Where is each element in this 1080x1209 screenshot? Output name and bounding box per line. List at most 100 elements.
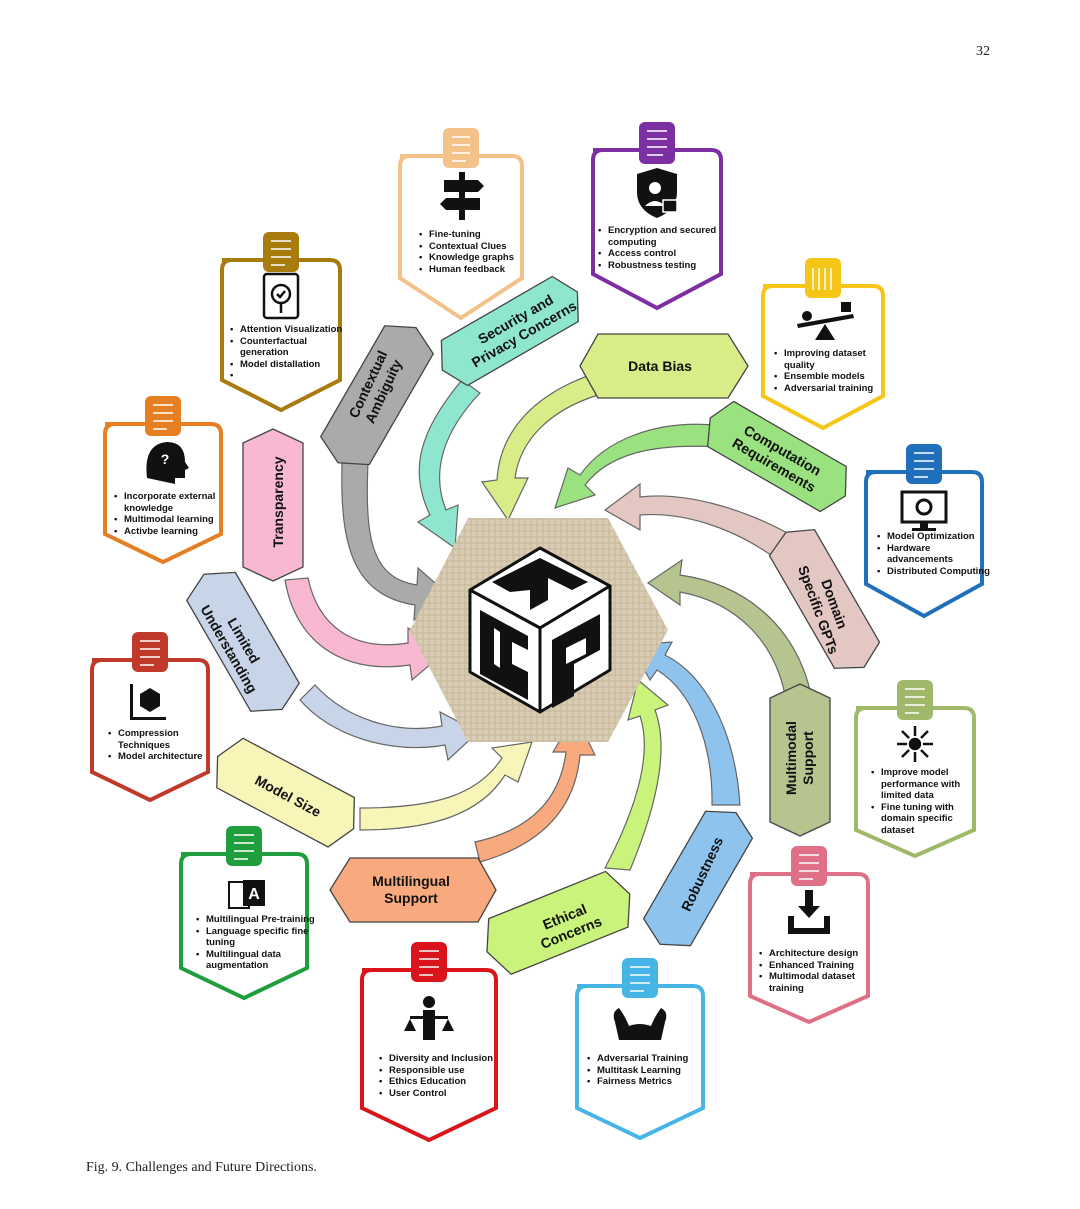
list-item: Model distallation (230, 359, 352, 371)
box-data-bias (579, 333, 749, 399)
list-item: Multilingual data augmentation (196, 949, 316, 972)
list-item: Model Optimization (877, 531, 995, 543)
arrow-layer (284, 374, 811, 871)
list-item: Fine tuning with domain specific dataset (871, 802, 981, 837)
label-multimodal-1: Multimodal (783, 721, 799, 795)
card-multilingual: A (179, 826, 309, 1001)
label-transparency: Transparency (270, 456, 286, 547)
person-scale-icon (404, 996, 454, 1040)
tgp-cube-logo (468, 546, 612, 714)
list-item: Architecture design (759, 948, 879, 960)
box-transparency (242, 428, 304, 582)
list-item: Compression Techniques (108, 728, 218, 751)
clipboard-magnifier-icon (262, 272, 300, 320)
list-item: Contextual Clues (419, 241, 539, 253)
box-computation (706, 400, 847, 513)
box-security (440, 275, 579, 387)
list-item: Responsible use (379, 1065, 514, 1077)
label-multimodal-2: Support (800, 731, 816, 785)
arrow-domain (603, 482, 802, 561)
list-item: Distributed Computing (877, 566, 995, 578)
arrow-computation (554, 423, 719, 509)
card-ethical (360, 942, 498, 1143)
card-domain (748, 846, 870, 1025)
card-data-bias (761, 258, 885, 431)
list-item: Robustness testing (598, 260, 734, 272)
list-item: Adversarial training (774, 383, 894, 395)
head-question-icon: ? (146, 442, 189, 484)
list-item: Enhanced Training (759, 960, 879, 972)
flexed-arms-icon (613, 1008, 667, 1040)
converge-arrows-icon (897, 726, 933, 762)
figure-caption: Fig. 9. Challenges and Future Directions… (86, 1160, 317, 1175)
box-multimodal (769, 683, 831, 837)
list-item: Multilingual Pre-training (196, 914, 316, 926)
card-limited: ? (103, 396, 223, 565)
box-limited (185, 571, 301, 712)
card-robustness (575, 958, 705, 1141)
list-item: Hardware advancements (877, 543, 995, 566)
card-ethical-items: Diversity and Inclusion Responsible use … (377, 1053, 514, 1099)
translate-icon: A (228, 880, 265, 909)
card-model-size-items: Compression Techniques Model architectur… (106, 728, 218, 763)
page-number: 32 (976, 44, 990, 59)
label-multilingual-1: Multilingual (372, 873, 450, 889)
list-item: Language specific fine tuning (196, 926, 316, 949)
label-multilingual-2: Support (384, 890, 438, 906)
card-security (591, 122, 723, 311)
svg-text:A: A (248, 886, 260, 903)
card-transparency (220, 232, 342, 413)
list-item: Model architecture (108, 751, 218, 763)
card-model-size (90, 632, 210, 803)
list-item: Fairness Metrics (587, 1076, 715, 1088)
box-multilingual (329, 857, 497, 923)
label-data-bias: Data Bias (628, 358, 692, 374)
list-item: Adversarial Training (587, 1053, 715, 1065)
card-computation-items: Model Optimization Hardware advancements… (875, 531, 995, 577)
box-contextual (319, 325, 435, 466)
list-item: Improving dataset quality (774, 348, 894, 371)
list-item: Diversity and Inclusion (379, 1053, 514, 1065)
card-data-bias-items: Improving dataset quality Ensemble model… (772, 348, 894, 394)
list-item: Ensemble models (774, 371, 894, 383)
seesaw-icon (797, 302, 854, 340)
card-transparency-items: Attention Visualization Counterfactual g… (228, 324, 352, 382)
list-item: Knowledge graphs (419, 252, 539, 264)
list-item: Encryption and secured computing (598, 225, 734, 248)
card-robustness-items: Adversarial Training Multitask Learning … (585, 1053, 715, 1088)
card-multilingual-items: Multilingual Pre-training Language speci… (194, 914, 316, 972)
list-item: Multimodal dataset training (759, 971, 879, 994)
list-item: Multitask Learning (587, 1065, 715, 1077)
svg-text:?: ? (161, 451, 170, 467)
box-ethical (486, 870, 631, 976)
list-item: Multimodal learning (114, 514, 228, 526)
cube-axes-icon (130, 684, 166, 720)
card-multimodal-items: Improve model performance with limited d… (869, 767, 981, 836)
list-item: Fine-tuning (419, 229, 539, 241)
list-item: Activbe learning (114, 526, 228, 538)
list-item: Attention Visualization (230, 324, 352, 336)
card-limited-items: Incorporate external knowledge Multimoda… (112, 491, 228, 537)
card-contextual (398, 128, 524, 321)
card-domain-items: Architecture design Enhanced Training Mu… (757, 948, 879, 994)
card-security-items: Encryption and secured computing Access … (596, 225, 734, 271)
box-domain (768, 528, 881, 669)
list-item: Human feedback (419, 264, 539, 276)
arrow-model-size (359, 741, 533, 831)
list-item: Improve model performance with limited d… (871, 767, 981, 802)
list-item: Counterfactual generation (230, 336, 352, 359)
list-item: User Control (379, 1088, 514, 1100)
arrow-multimodal (646, 558, 811, 696)
box-robustness (642, 810, 754, 947)
shield-lock-icon (637, 168, 678, 218)
list-item: Incorporate external knowledge (114, 491, 228, 514)
monitor-gear-icon (900, 490, 948, 531)
card-computation (864, 444, 984, 619)
signpost-icon (440, 172, 484, 220)
challenge-boxes (185, 275, 881, 976)
download-tray-icon (788, 890, 830, 934)
list-item: Ethics Education (379, 1076, 514, 1088)
card-contextual-items: Fine-tuning Contextual Clues Knowledge g… (417, 229, 539, 275)
list-item: Access control (598, 248, 734, 260)
